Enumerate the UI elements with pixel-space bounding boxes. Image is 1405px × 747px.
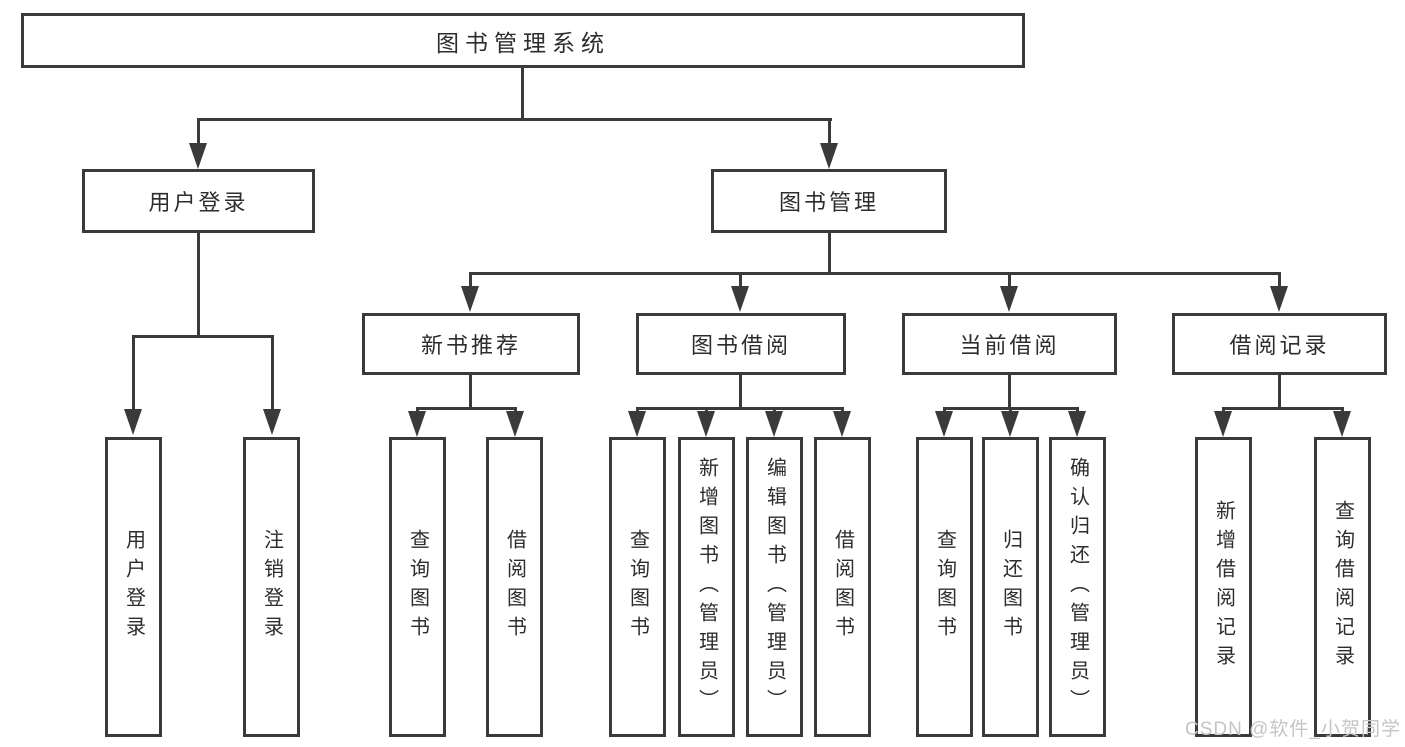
node-label: 借阅图书 xyxy=(503,529,526,645)
node-book-borrowing: 图书借阅 xyxy=(636,313,846,375)
edge-user-login-bar xyxy=(133,335,274,338)
leaf-add-books-admin: 新增图书（管理员） xyxy=(678,437,735,737)
leaf-query-borrow-record: 查询借阅记录 xyxy=(1314,437,1371,737)
arrowhead-to-book-borrowing xyxy=(731,286,749,312)
edge-root-to-book-management xyxy=(828,118,831,144)
arrowhead-to-leaf-logout xyxy=(263,409,281,435)
node-label: 用户登录 xyxy=(122,529,145,645)
node-label: 当前借阅 xyxy=(959,333,1060,358)
arrowhead-to-leaf-add-record xyxy=(1214,411,1232,437)
edge-root-to-user-login xyxy=(197,118,200,144)
edge-book-borrow-bar xyxy=(637,407,844,410)
edge-to-leaf-query-record xyxy=(1341,407,1344,413)
node-label: 注销登录 xyxy=(260,529,283,645)
node-borrowing-records: 借阅记录 xyxy=(1172,313,1387,375)
edge-current-borrow-stem xyxy=(1008,375,1011,409)
edge-book-management-stem xyxy=(828,233,831,274)
node-new-book-recommendation: 新书推荐 xyxy=(362,313,580,375)
arrowhead-to-leaf-query-record xyxy=(1333,411,1351,437)
arrowhead-to-user-login xyxy=(189,143,207,169)
edge-to-leaf-add-record xyxy=(1222,407,1225,413)
arrowhead-to-leaf-query-books-current xyxy=(935,411,953,437)
arrowhead-to-leaf-edit-books xyxy=(765,411,783,437)
edge-new-book-rec-stem xyxy=(469,375,472,409)
leaf-edit-books-admin: 编辑图书（管理员） xyxy=(746,437,803,737)
node-label: 图书管理 xyxy=(778,190,879,215)
arrowhead-to-new-book-recommendation xyxy=(461,286,479,312)
edge-new-book-rec-bar xyxy=(417,407,517,410)
csdn-watermark: CSDN @软件_小贺同学 xyxy=(1185,719,1401,740)
edge-user-login-stem xyxy=(197,233,200,337)
arrowhead-to-leaf-return-books xyxy=(1001,411,1019,437)
node-label: 编辑图书（管理员） xyxy=(763,456,786,718)
edge-to-leaf-confirm-return xyxy=(1076,407,1079,413)
node-library-management-system: 图书管理系统 xyxy=(21,13,1025,68)
node-label: 借阅图书 xyxy=(831,529,854,645)
node-label: 用户登录 xyxy=(148,190,249,215)
node-label: 图书管理系统 xyxy=(436,29,610,56)
edge-to-leaf-logout xyxy=(271,335,274,410)
node-label: 查询图书 xyxy=(933,529,956,645)
leaf-query-books-rec: 查询图书 xyxy=(389,437,446,737)
node-current-borrowing: 当前借阅 xyxy=(902,313,1117,375)
node-label: 借阅记录 xyxy=(1229,333,1330,358)
edge-book-management-bar xyxy=(469,272,1280,275)
arrowhead-to-leaf-borrow-books xyxy=(833,411,851,437)
node-label: 新增借阅记录 xyxy=(1212,500,1235,674)
edge-to-book-borrowing xyxy=(739,272,742,287)
leaf-query-books-borrow: 查询图书 xyxy=(609,437,666,737)
arrowhead-to-leaf-borrow-books-rec xyxy=(506,411,524,437)
edge-borrow-records-bar xyxy=(1223,407,1344,410)
arrowhead-to-borrowing-records xyxy=(1270,286,1288,312)
node-book-management: 图书管理 xyxy=(711,169,947,233)
edge-to-leaf-user-login xyxy=(132,335,135,410)
leaf-return-books: 归还图书 xyxy=(982,437,1039,737)
edge-to-leaf-borrow-books xyxy=(841,407,844,413)
arrowhead-to-leaf-query-books-rec xyxy=(408,411,426,437)
node-label: 确认归还（管理员） xyxy=(1066,456,1089,718)
leaf-user-login: 用户登录 xyxy=(105,437,162,737)
edge-to-leaf-query-books-current xyxy=(943,407,946,413)
arrowhead-to-leaf-add-books xyxy=(697,411,715,437)
edge-to-leaf-query-books-borrow xyxy=(636,407,639,413)
node-label: 归还图书 xyxy=(999,529,1022,645)
leaf-logout: 注销登录 xyxy=(243,437,300,737)
leaf-confirm-return-admin: 确认归还（管理员） xyxy=(1049,437,1106,737)
node-label: 图书借阅 xyxy=(690,333,791,358)
node-label: 查询借阅记录 xyxy=(1331,500,1354,674)
node-label: 新书推荐 xyxy=(420,333,521,358)
edge-to-leaf-add-books xyxy=(705,407,708,413)
node-user-login: 用户登录 xyxy=(82,169,315,233)
leaf-borrow-books-rec: 借阅图书 xyxy=(486,437,543,737)
edge-root-bar xyxy=(197,118,832,121)
edge-to-leaf-edit-books xyxy=(773,407,776,413)
edge-to-current-borrowing xyxy=(1008,272,1011,287)
edge-root-stem xyxy=(521,68,524,119)
edge-book-borrow-stem xyxy=(739,375,742,409)
node-label: 查询图书 xyxy=(626,529,649,645)
edge-to-leaf-query-books-rec xyxy=(416,407,419,413)
edge-to-new-book-recommendation xyxy=(469,272,472,287)
edge-borrow-records-stem xyxy=(1278,375,1281,409)
arrowhead-to-leaf-user-login xyxy=(124,409,142,435)
node-label: 查询图书 xyxy=(406,529,429,645)
arrowhead-to-book-management xyxy=(820,143,838,169)
edge-to-leaf-borrow-books-rec xyxy=(514,407,517,413)
arrowhead-to-leaf-query-books-borrow xyxy=(628,411,646,437)
leaf-borrow-books: 借阅图书 xyxy=(814,437,871,737)
leaf-add-borrow-record: 新增借阅记录 xyxy=(1195,437,1252,737)
edge-to-leaf-return-books xyxy=(1009,407,1012,413)
node-label: 新增图书（管理员） xyxy=(695,456,718,718)
arrowhead-to-leaf-confirm-return xyxy=(1068,411,1086,437)
leaf-query-books-current: 查询图书 xyxy=(916,437,973,737)
arrowhead-to-current-borrowing xyxy=(1000,286,1018,312)
edge-to-borrowing-records xyxy=(1278,272,1281,287)
